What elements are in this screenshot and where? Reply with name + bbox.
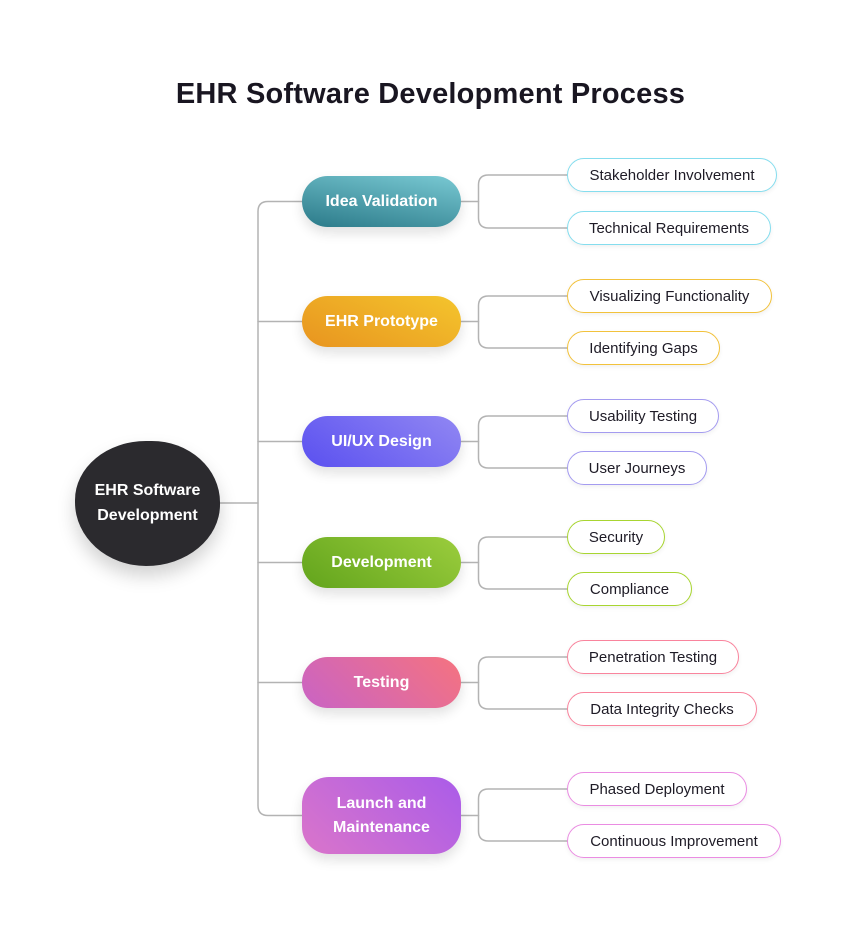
leaf-node-usability-testing: Usability Testing [567,399,719,433]
branch-node-idea-validation: Idea Validation [302,176,461,227]
root-node: EHR Software Development [75,441,220,566]
leaf-node-data-integrity-checks: Data Integrity Checks [567,692,757,726]
branch-node-testing: Testing [302,657,461,708]
leaf-node-user-journeys: User Journeys [567,451,707,485]
leaf-node-penetration-testing: Penetration Testing [567,640,739,674]
leaf-node-stakeholder-involvement: Stakeholder Involvement [567,158,777,192]
leaf-node-phased-deployment: Phased Deployment [567,772,747,806]
leaf-node-compliance: Compliance [567,572,692,606]
leaf-node-visualizing-functionality: Visualizing Functionality [567,279,772,313]
diagram-title: EHR Software Development Process [175,78,686,110]
branch-node-launch-maintenance: Launch and Maintenance [302,777,461,854]
leaf-node-technical-requirements: Technical Requirements [567,211,771,245]
leaf-node-continuous-improvement: Continuous Improvement [567,824,781,858]
branch-node-development: Development [302,537,461,588]
branch-node-uiux-design: UI/UX Design [302,416,461,467]
leaf-node-identifying-gaps: Identifying Gaps [567,331,720,365]
leaf-node-security: Security [567,520,665,554]
branch-node-ehr-prototype: EHR Prototype [302,296,461,347]
root-node-label: EHR Software Development [94,481,201,524]
